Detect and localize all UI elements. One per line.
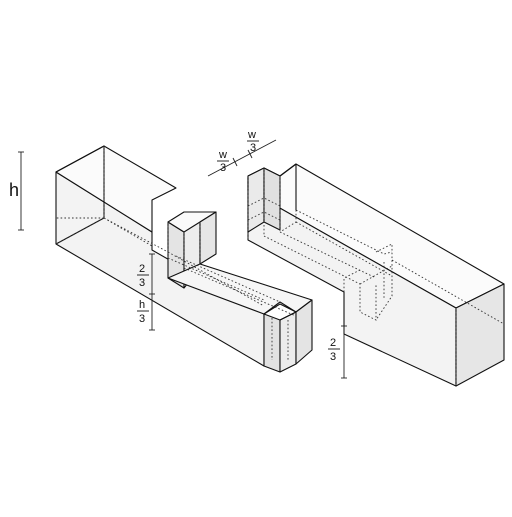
left-tenon-end-right (295, 299, 313, 365)
right-fraction-num: 2 (330, 337, 336, 349)
width-fraction-1-num: w (218, 149, 227, 161)
left-beam-hidden-lines (55, 146, 297, 360)
width-dimension-tick-2 (247, 149, 253, 159)
right-fraction-den: 3 (330, 351, 336, 363)
width-dimension: w 3 w 3 (207, 129, 277, 177)
height-dimension: h (9, 151, 24, 231)
right-mortise-slot (247, 167, 265, 233)
left-upper-num: 2 (139, 263, 145, 275)
width-dimension-line (207, 139, 277, 177)
height-label: h (9, 180, 19, 200)
left-fraction-dimensions: 2 3 h 3 (137, 253, 155, 331)
width-dimension-tick-1 (232, 157, 238, 167)
left-lower-den: 3 (139, 313, 145, 325)
right-fraction-dimension: 2 3 (328, 325, 347, 379)
right-beam-end-face (455, 283, 505, 387)
width-fraction-1-den: 3 (220, 162, 226, 174)
left-beam-front-face (55, 171, 265, 367)
left-beam (55, 145, 313, 373)
left-upper-den: 3 (139, 277, 145, 289)
width-fraction-2-num: w (247, 129, 256, 141)
left-tenon-end-top (263, 303, 297, 321)
right-beam (247, 163, 505, 387)
width-fraction-2-den: 3 (250, 142, 256, 154)
left-lower-num: h (139, 299, 145, 311)
right-beam-hidden-lines (247, 168, 505, 386)
